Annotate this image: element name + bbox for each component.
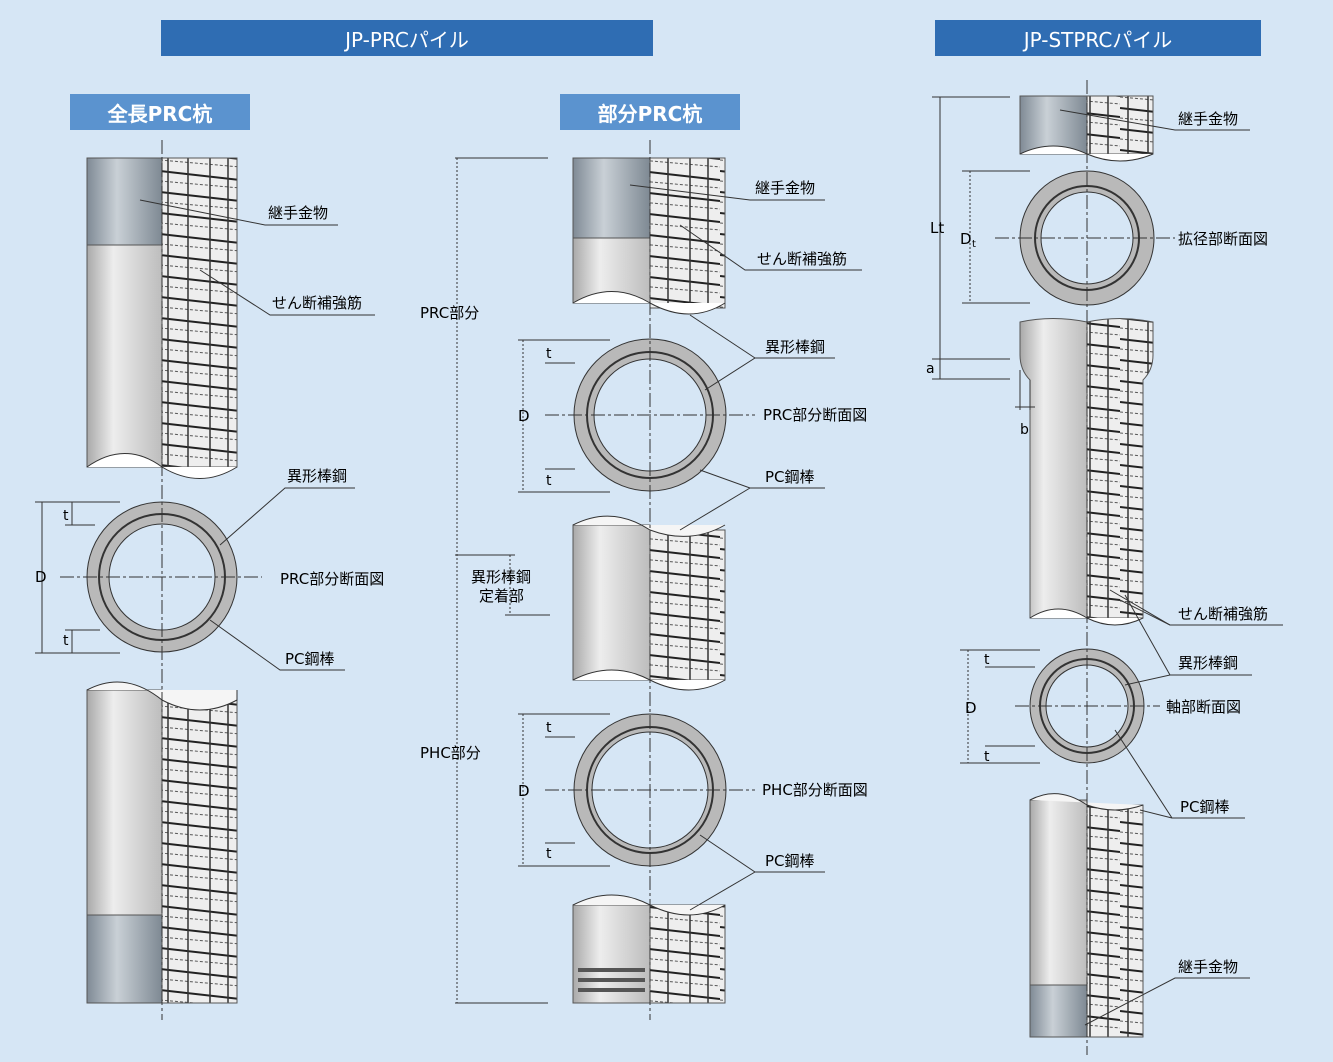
label-shear-right: せん断補強筋: [1178, 605, 1268, 623]
label-pc-left: PC鋼棒: [285, 650, 335, 668]
label-phc-section: PHC部分断面図: [762, 781, 868, 799]
dims-right: [932, 96, 1040, 764]
header-jp-prc: JP-PRCパイル: [161, 20, 653, 56]
subheader-partial-prc: 部分PRC杭: [560, 94, 740, 130]
label-anchor-line1: 異形棒鋼: [471, 568, 531, 586]
label-shear-left: せん断補強筋: [272, 294, 362, 312]
label-shear-mid: せん断補強筋: [757, 250, 847, 268]
stprc-pile-top: [1019, 95, 1154, 162]
label-prc-section-mid: PRC部分断面図: [763, 406, 867, 424]
label-shaft-section: 軸部断面図: [1166, 698, 1241, 716]
dim-t-right-bottom: t: [984, 749, 990, 765]
label-joint-right-top: 継手金物: [1178, 110, 1238, 128]
dim-t-left-bottom: t: [63, 633, 69, 649]
header-jp-stprc: JP-STPRCパイル: [935, 20, 1261, 56]
partial-prc-pile-top: [572, 157, 726, 315]
label-deformed-right: 異形棒鋼: [1178, 654, 1238, 672]
dim-t-right-top: t: [984, 652, 990, 668]
label-deformed-mid: 異形棒鋼: [765, 338, 825, 356]
dim-t-left-top: t: [63, 508, 69, 524]
dim-Lt: Lt: [930, 219, 944, 237]
partial-prc-pile-bottom: [572, 894, 726, 1004]
label-joint-right-bottom: 継手金物: [1178, 958, 1238, 976]
dim-t-phc-mid-bottom: t: [546, 846, 552, 862]
dim-D-phc-mid: D: [518, 782, 530, 800]
label-anchor-line2: 定着部: [479, 587, 524, 605]
dim-D-left: D: [35, 568, 47, 586]
stprc-pile-shaft: [1019, 318, 1154, 626]
dim-t-phc-mid-top: t: [546, 720, 552, 736]
label-phc-part: PHC部分: [420, 744, 481, 762]
dim-Dt-sub: t: [972, 239, 976, 250]
label-pc-mid-1: PC鋼棒: [765, 468, 815, 486]
dim-D-prc-mid: D: [518, 407, 530, 425]
dim-t-prc-mid-top: t: [546, 346, 552, 362]
full-prc-pile-top: [86, 157, 238, 479]
label-prc-section-left: PRC部分断面図: [280, 570, 384, 588]
full-prc-pile-bottom: [86, 681, 238, 1004]
dim-a: a: [926, 361, 935, 377]
label-pc-right: PC鋼棒: [1180, 798, 1230, 816]
label-pc-mid-2: PC鋼棒: [765, 852, 815, 870]
dim-b: b: [1020, 422, 1029, 438]
dim-Dt: D: [960, 230, 972, 248]
dim-D-right: D: [965, 699, 977, 717]
label-deformed-left: 異形棒鋼: [287, 467, 347, 485]
dim-t-prc-mid-bottom: t: [546, 473, 552, 489]
dims-left: [35, 501, 120, 654]
label-joint-left: 継手金物: [268, 204, 328, 222]
subheader-full-prc: 全長PRC杭: [70, 94, 250, 130]
label-joint-mid: 継手金物: [755, 179, 815, 197]
label-prc-part: PRC部分: [420, 304, 479, 322]
dims-middle: [455, 157, 610, 1004]
stprc-pile-bottom: [1029, 793, 1144, 1038]
partial-prc-pile-anchor: [572, 515, 726, 691]
label-enlarged-section: 拡径部断面図: [1178, 230, 1268, 248]
